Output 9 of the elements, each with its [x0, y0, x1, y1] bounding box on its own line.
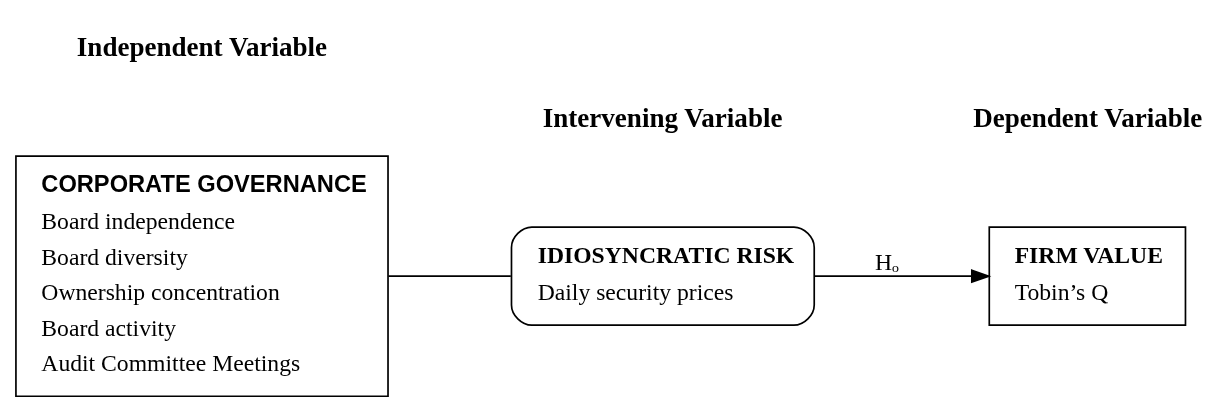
label: Independent Variable — [76, 31, 328, 62]
label: Intervening Variable — [542, 102, 783, 133]
edge-label: Hₒ — [875, 248, 899, 275]
node-box: CORPORATE GOVERNANCE Board independence Board diversity Ownership concentration Board activity Audit Committee Meetings — [15, 154, 389, 397]
node-box: IDIOSYNCRATIC RISK Daily security prices — [510, 225, 816, 326]
connector — [387, 274, 512, 277]
label: Dependent Variable — [973, 102, 1203, 133]
node-box: FIRM VALUE Tobin’s Q — [988, 225, 1187, 326]
arrow — [813, 268, 992, 283]
